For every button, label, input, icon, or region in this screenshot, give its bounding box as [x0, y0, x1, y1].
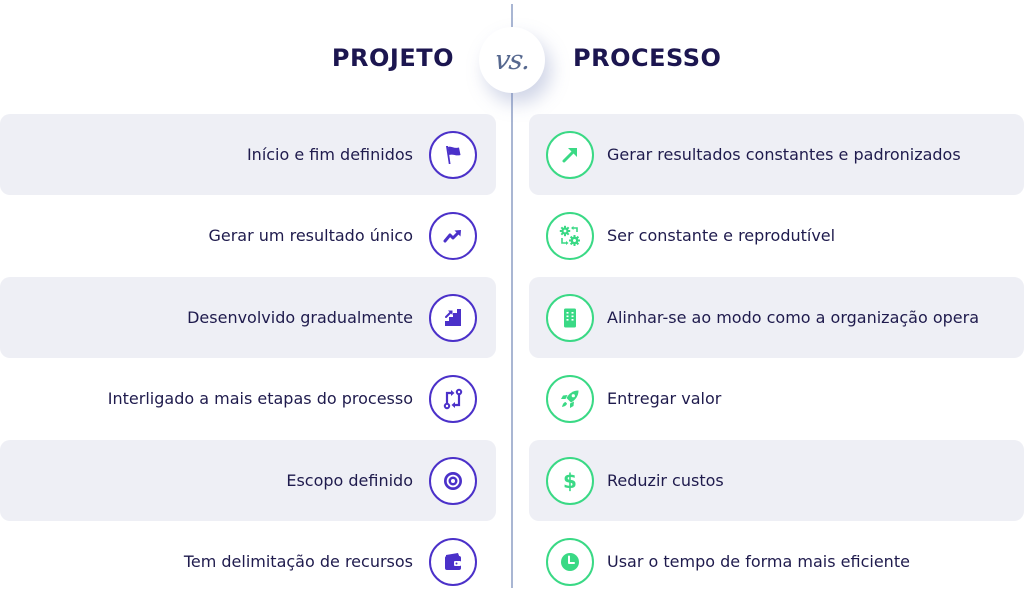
processo-item: Alinhar-se ao modo como a organização op… [529, 277, 1024, 358]
stairs-up-icon [429, 293, 477, 342]
projeto-item: Início e fim definidos [0, 114, 496, 195]
projeto-item: Desenvolvido gradualmente [0, 277, 496, 358]
projeto-item-label: Tem delimitação de recursos [183, 552, 413, 571]
processo-item: $ Reduzir custos [529, 440, 1024, 521]
wallet-icon [429, 537, 477, 586]
projeto-item-label: Início e fim definidos [246, 145, 413, 164]
clock-icon [546, 537, 594, 586]
processo-item-label: Gerar resultados constantes e padronizad… [607, 145, 961, 164]
target-icon [429, 456, 477, 505]
projeto-item-label: Interligado a mais etapas do processo [107, 389, 413, 408]
processo-item-label: Usar o tempo de forma mais eficiente [607, 552, 910, 571]
building-icon [546, 293, 594, 342]
processo-item: Entregar valor [529, 358, 1024, 439]
projeto-title: PROJETO [331, 44, 454, 72]
processo-item-label: Reduzir custos [607, 471, 724, 490]
center-divider [511, 4, 513, 588]
processo-item-label: Entregar valor [607, 389, 722, 408]
exchange-arrows-icon [429, 374, 477, 423]
projeto-item: Tem delimitação de recursos [0, 521, 496, 602]
processo-item: Usar o tempo de forma mais eficiente [529, 521, 1024, 602]
projeto-item: Gerar um resultado único [0, 195, 496, 276]
projeto-item: Interligado a mais etapas do processo [0, 358, 496, 439]
trending-up-icon [429, 211, 477, 260]
rocket-icon [546, 374, 594, 423]
processo-item: Ser constante e reprodutível [529, 195, 1024, 276]
gears-cycle-icon [546, 211, 594, 260]
processo-item-label: Ser constante e reprodutível [607, 226, 836, 245]
svg-text:$: $ [563, 469, 577, 493]
processo-item: Gerar resultados constantes e padronizad… [529, 114, 1024, 195]
projeto-item-label: Gerar um resultado único [208, 226, 413, 245]
processo-item-label: Alinhar-se ao modo como a organização op… [607, 308, 980, 327]
flag-icon [429, 130, 477, 179]
projeto-item-label: Desenvolvido gradualmente [187, 308, 413, 327]
vs-label: vs. [492, 44, 532, 76]
vs-badge: vs. [479, 27, 545, 93]
arrow-up-right-icon [546, 130, 594, 179]
processo-title: PROCESSO [573, 44, 722, 72]
dollar-icon: $ [546, 456, 594, 505]
projeto-item: Escopo definido [0, 440, 496, 521]
projeto-item-label: Escopo definido [286, 471, 413, 490]
